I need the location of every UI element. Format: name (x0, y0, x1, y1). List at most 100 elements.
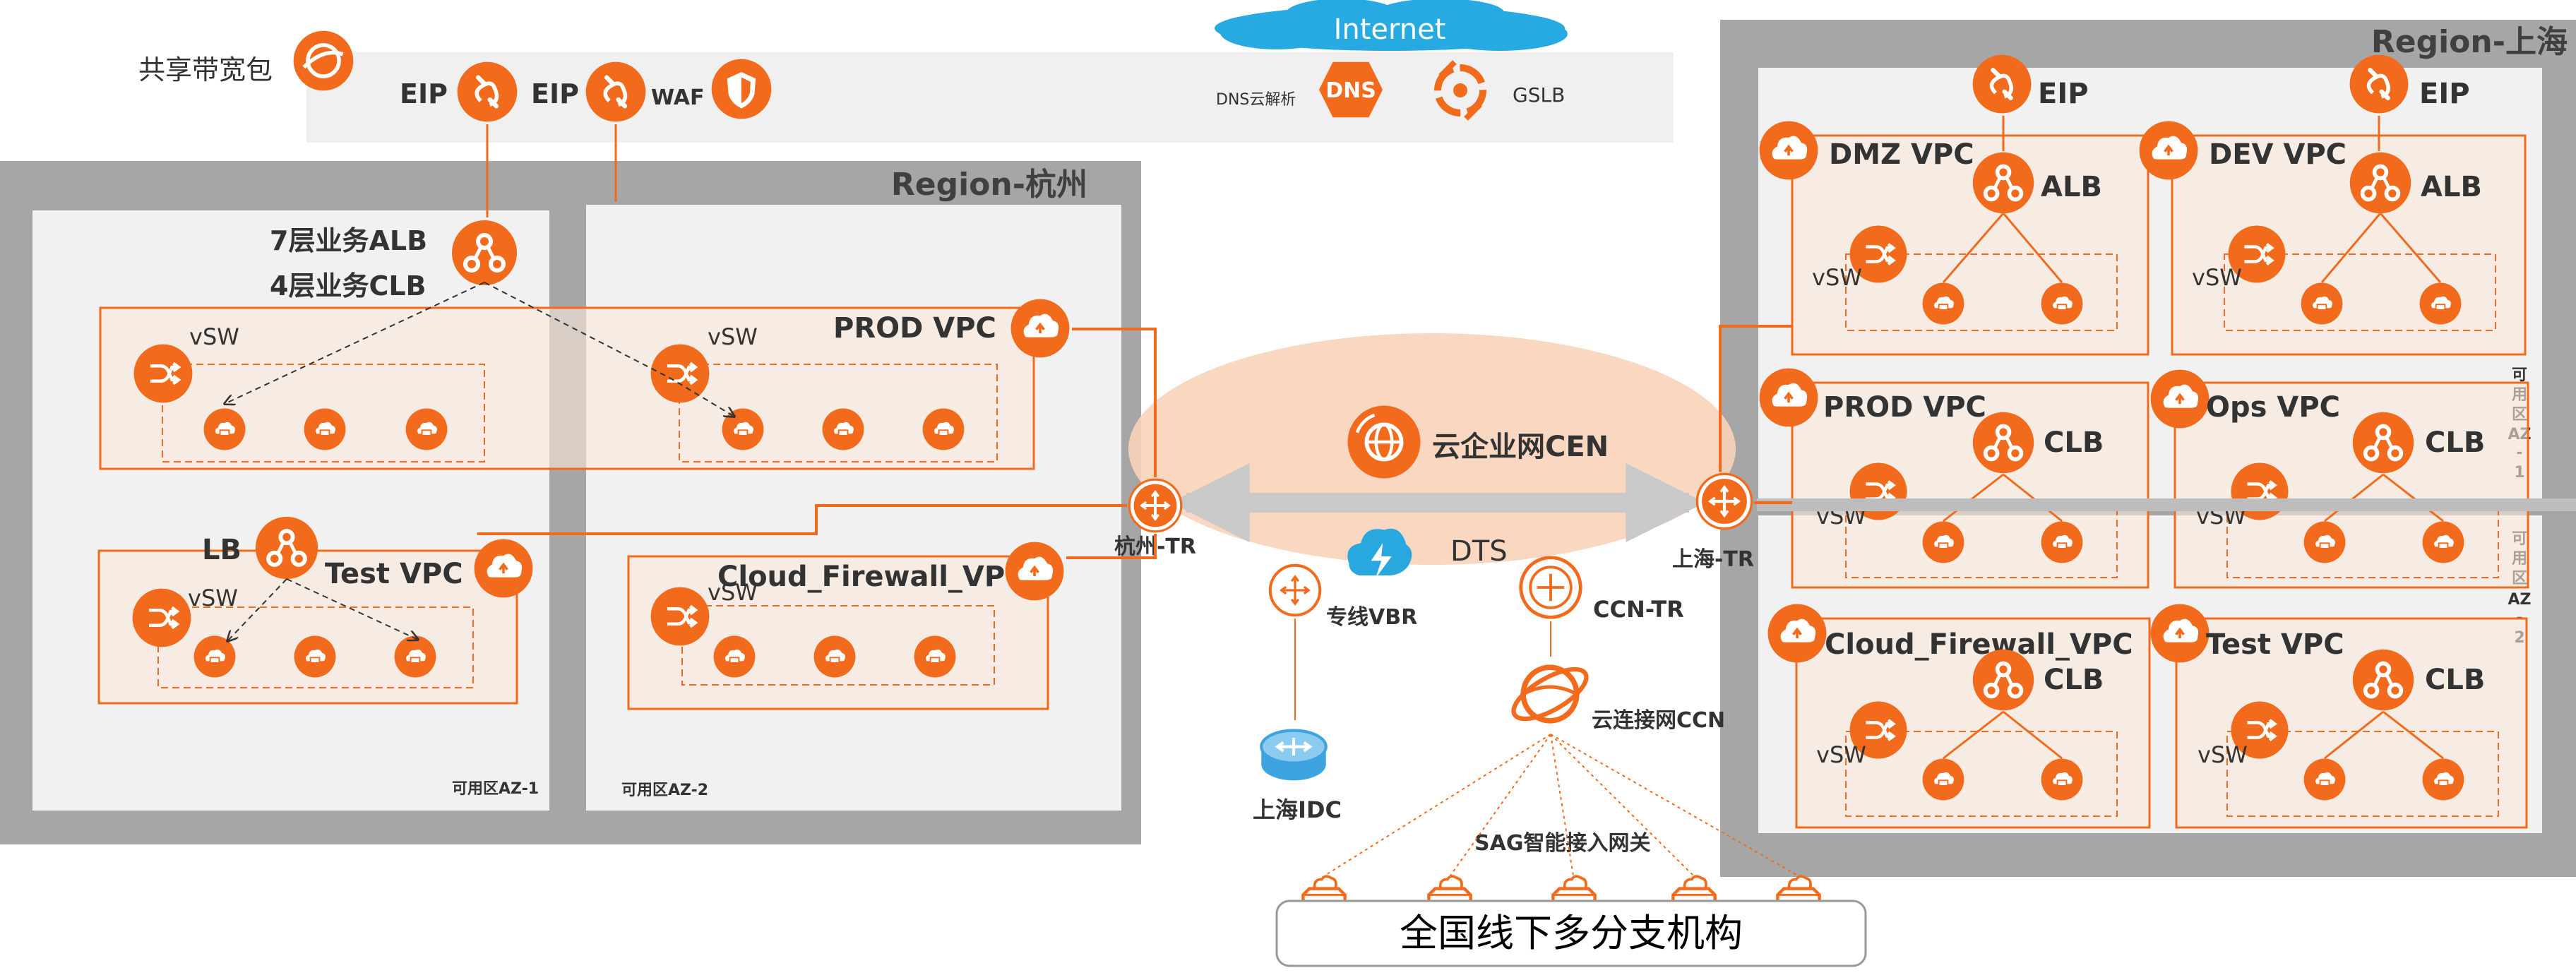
eip-icon-1 (458, 62, 518, 122)
hz-test-vpc-label: Test VPC (325, 558, 463, 590)
sh-test-vpc-icon (2149, 602, 2211, 664)
svg-text:AZ: AZ (2508, 591, 2532, 609)
sh-firewall-ecs-icon (2040, 758, 2084, 801)
shared-bandwidth-icon (294, 31, 354, 91)
gslb-label: GSLB (1513, 83, 1565, 107)
hz-prod-vsw-label-1: vSW (189, 323, 239, 350)
dts-label: DTS (1450, 535, 1508, 568)
hz-test-lb-label: LB (202, 534, 242, 566)
sh-firewall-ecs-icon (1921, 758, 1965, 801)
sh-prod-vpc-label: PROD VPC (1823, 391, 1986, 424)
hz-prod-ecs-icon (203, 407, 246, 451)
ccn-tr-icon (1521, 558, 1580, 617)
hz-clb4-label: 4层业务CLB (270, 270, 427, 301)
sh-dev-ecs-icon (2419, 282, 2462, 325)
sh-prod-clb-icon (1973, 412, 2034, 473)
vbr-label: 专线VBR (1326, 605, 1417, 630)
sh-lb-fanout-lines (1942, 116, 2444, 760)
sag-icon (1777, 876, 1819, 902)
hz-prod-ecs-icon (303, 407, 347, 451)
hz-alb-to-ecs-arrow (225, 282, 485, 404)
eip-icon-2 (586, 62, 646, 122)
sh-dev-eip-icon (2350, 55, 2409, 114)
sh-test-clb-label: CLB (2425, 664, 2485, 696)
hz-test-vswitch-icon (133, 589, 191, 647)
ccn-label: 云连接网CCN (1592, 708, 1725, 733)
sh-test-ecs-icon (2421, 758, 2465, 801)
sh-ops-ecs-icon (2303, 520, 2347, 564)
hz-test-ecs-icon (193, 635, 237, 679)
sh-dmz-alb-label: ALB (2041, 171, 2102, 203)
eip-label-2: EIP (531, 78, 579, 109)
hz-zone-az2 (586, 205, 1121, 811)
waf-label: WAF (651, 85, 704, 110)
sh-dmz-subnet (1845, 253, 2118, 331)
hz-test-ecs-icon (393, 635, 437, 679)
sh-ops-ecs-icon (2421, 520, 2465, 564)
sh-test-subnet (2226, 731, 2499, 817)
internet-top-bar: Internet DNS DNS云解析 GSLB 共享带宽包 EIP EIP W… (138, 0, 1674, 143)
internet-cloud (1215, 0, 1568, 51)
idc-label: 上海IDC (1253, 796, 1342, 823)
sh-test-vsw-label: vSW (2198, 741, 2248, 768)
cen-icon (1347, 405, 1420, 478)
sh-tr-to-vpcs-line (1719, 325, 1792, 472)
hz-prod-vsw-label-2: vSW (708, 323, 758, 350)
hz-az1-label: 可用区AZ-1 (452, 780, 539, 798)
sh-firewall-vsw-label: vSW (1816, 741, 1866, 768)
sh-dmz-ecs-icon (1921, 282, 1965, 325)
sag-icon (1553, 876, 1594, 902)
sag-label: SAG智能接入网关 (1474, 831, 1650, 856)
region-hangzhou-title: Region-杭州 (891, 167, 1087, 203)
ccn-icon (1506, 659, 1593, 728)
hz-test-lb-arrow (286, 578, 418, 640)
sh-dev-ecs-icon (2300, 282, 2344, 325)
sh-ops-clb-label: CLB (2425, 426, 2485, 459)
waf-icon (711, 59, 772, 119)
hz-prod-to-tr-line (1072, 328, 1157, 477)
sh-dev-eip-label: EIP (2419, 78, 2470, 110)
hz-prod-subnet-az2 (679, 364, 998, 462)
sh-dmz-eip-icon (1973, 55, 2032, 114)
sag-icon (1429, 876, 1470, 902)
sh-region-band (1757, 498, 2576, 511)
sh-firewall-subnet (1845, 731, 2118, 817)
hz-prod-vpc-label: PROD VPC (833, 312, 996, 345)
hz-prod-ecs-icon (922, 407, 965, 451)
sh-firewall-clb-icon (1973, 650, 2034, 710)
branches-box (1275, 900, 1867, 967)
hz-prod-ecs-icon (821, 407, 865, 451)
cen-label: 云企业网CEN (1432, 431, 1609, 463)
sh-dev-alb-label: ALB (2421, 171, 2482, 203)
dns-icon: DNS (1318, 61, 1383, 118)
sh-dmz-eip-label: EIP (2038, 78, 2089, 110)
sh-tr-label: 上海-TR (1672, 547, 1754, 572)
sh-dev-vpc-icon (2137, 119, 2200, 181)
hz-firewall-vpc-label: Cloud_Firewall_VPC (717, 561, 1026, 593)
sh-dmz-ecs-icon (2040, 282, 2084, 325)
hz-tr-icon (1128, 478, 1183, 533)
hz-firewall-vsw-label: vSW (708, 579, 758, 606)
sh-firewall-clb-label: CLB (2044, 664, 2104, 696)
hz-alb7-label: 7层业务ALB (270, 225, 427, 256)
hz-alb-to-ecs-arrow (484, 282, 734, 417)
vbr-icon (1268, 563, 1322, 617)
hz-test-vsw-label: vSW (188, 585, 238, 611)
sh-test-clb-icon (2353, 650, 2414, 710)
sh-dmz-vpc-label: DMZ VPC (1829, 138, 1974, 171)
sh-prod-vpc (1791, 381, 2149, 589)
sh-ops-vpc-label: Ops VPC (2206, 391, 2340, 424)
internet-label: Internet (1334, 13, 1446, 46)
hz-firewall-vpc-icon (1003, 540, 1066, 602)
sh-test-vpc-label: Test VPC (2206, 628, 2344, 661)
sag-icon (1673, 876, 1715, 902)
ccn-to-sag-lines (1324, 734, 1799, 876)
sh-prod-ecs-icon (1921, 520, 1965, 564)
sh-firewall-vpc-icon (1766, 602, 1828, 664)
ccn-tr-label: CCN-TR (1593, 596, 1684, 623)
hz-firewall-vswitch-icon (651, 587, 710, 646)
hz-firewall-ecs-icon (712, 635, 756, 679)
svg-text:可: 可 (2512, 366, 2527, 384)
hz-test-lb-arrow (227, 578, 287, 641)
